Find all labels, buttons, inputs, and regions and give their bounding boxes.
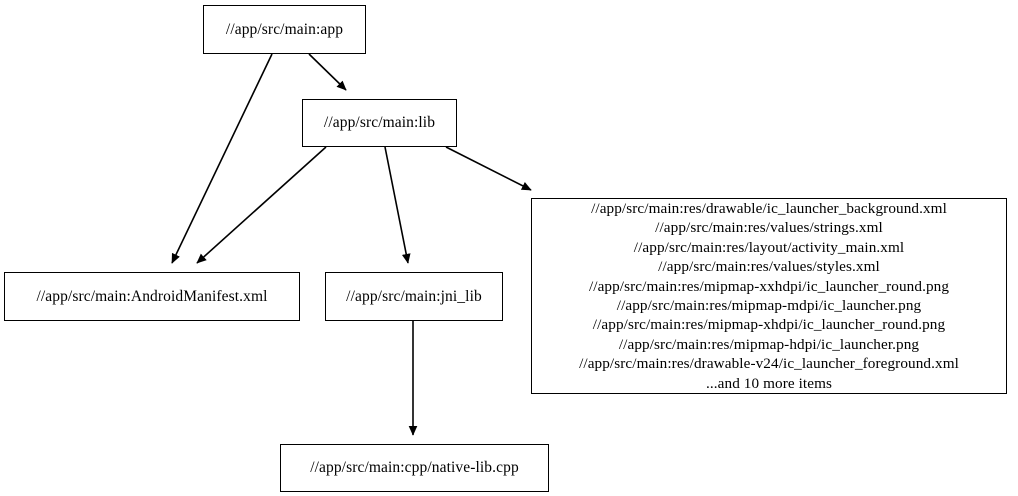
node-lib[interactable]: //app/src/main:lib <box>302 99 457 147</box>
node-res-files[interactable]: //app/src/main:res/drawable/ic_launcher_… <box>531 198 1007 394</box>
node-app-label: //app/src/main:app <box>225 20 344 38</box>
edge-app-to-lib <box>308 53 347 91</box>
edge-lib-to-res-files <box>445 146 532 191</box>
edge-lib-to-manifest <box>196 146 327 264</box>
node-res-files-label: //app/src/main:res/drawable/ic_launcher_… <box>579 199 959 392</box>
node-jni-lib-label: //app/src/main:jni_lib <box>346 287 482 305</box>
edge-lib-to-jni-lib <box>384 146 411 264</box>
node-lib-label: //app/src/main:lib <box>323 114 436 132</box>
node-jni-lib[interactable]: //app/src/main:jni_lib <box>325 272 503 321</box>
node-android-manifest[interactable]: //app/src/main:AndroidManifest.xml <box>4 272 300 321</box>
node-android-manifest-label: //app/src/main:AndroidManifest.xml <box>36 287 268 305</box>
node-native-lib-cpp-label: //app/src/main:cpp/native-lib.cpp <box>310 459 519 477</box>
node-native-lib-cpp[interactable]: //app/src/main:cpp/native-lib.cpp <box>280 444 549 492</box>
node-app[interactable]: //app/src/main:app <box>203 5 366 54</box>
edge-app-to-manifest <box>171 53 273 264</box>
